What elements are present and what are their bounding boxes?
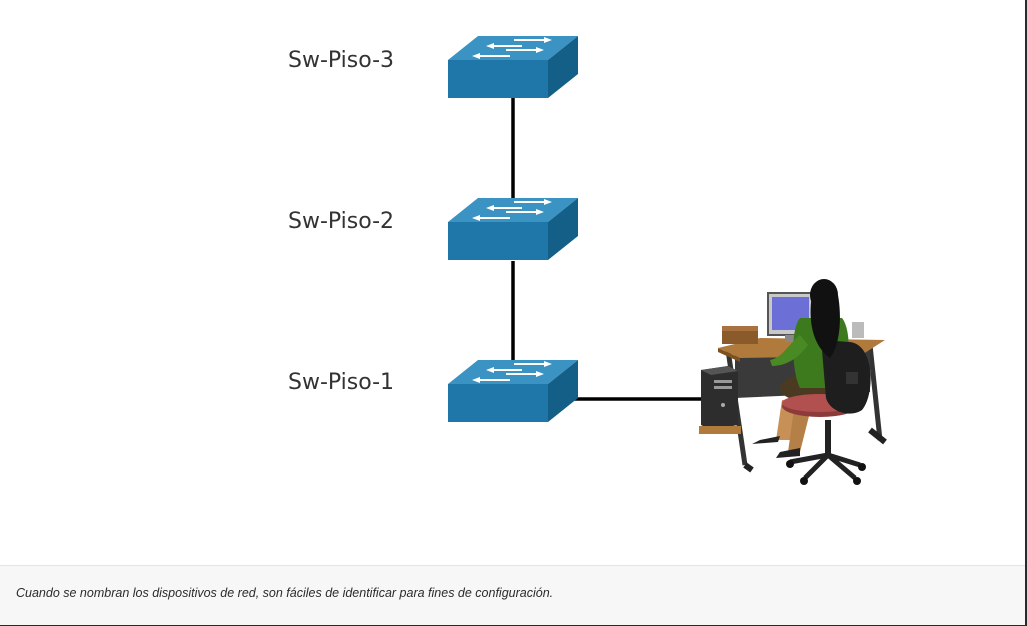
switch-label-piso-3: Sw-Piso-3 (288, 48, 394, 73)
switch-icon-piso-3[interactable] (447, 35, 579, 99)
workstation-user-icon[interactable] (699, 279, 887, 485)
switch-label-piso-1: Sw-Piso-1 (288, 370, 394, 395)
network-diagram: Sw-Piso-3 Sw-Piso-2 Sw-Piso-1 (288, 35, 887, 485)
caption-bar: Cuando se nombran los dispositivos de re… (0, 565, 1025, 625)
switch-label-piso-2: Sw-Piso-2 (288, 209, 394, 234)
switch-icon-piso-2[interactable] (447, 197, 579, 261)
caption-text: Cuando se nombran los dispositivos de re… (16, 586, 554, 600)
switch-icon-piso-1[interactable] (447, 359, 579, 423)
